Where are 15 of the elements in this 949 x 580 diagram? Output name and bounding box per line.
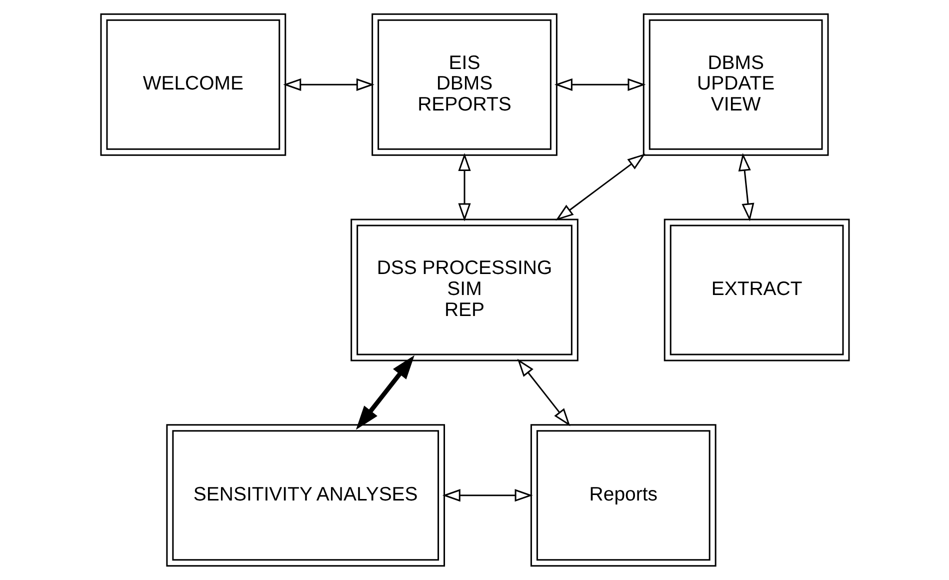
node-box: EXTRACT <box>663 218 850 362</box>
node-box: WELCOME <box>100 13 286 156</box>
arrow <box>555 154 645 221</box>
arrow <box>355 355 414 430</box>
arrow <box>738 152 754 222</box>
node-box: SENSITIVITY ANALYSES <box>166 424 445 567</box>
node-box: Reports <box>530 424 716 567</box>
arrow <box>282 78 374 91</box>
node-box: DSS PROCESSING SIM REP <box>350 218 578 362</box>
arrow <box>516 358 570 426</box>
arrow <box>442 489 532 502</box>
arrow <box>458 152 470 222</box>
node-box: DBMS UPDATE VIEW <box>642 13 828 156</box>
arrow <box>554 78 646 91</box>
node-box: EIS DBMS REPORTS <box>371 13 557 156</box>
